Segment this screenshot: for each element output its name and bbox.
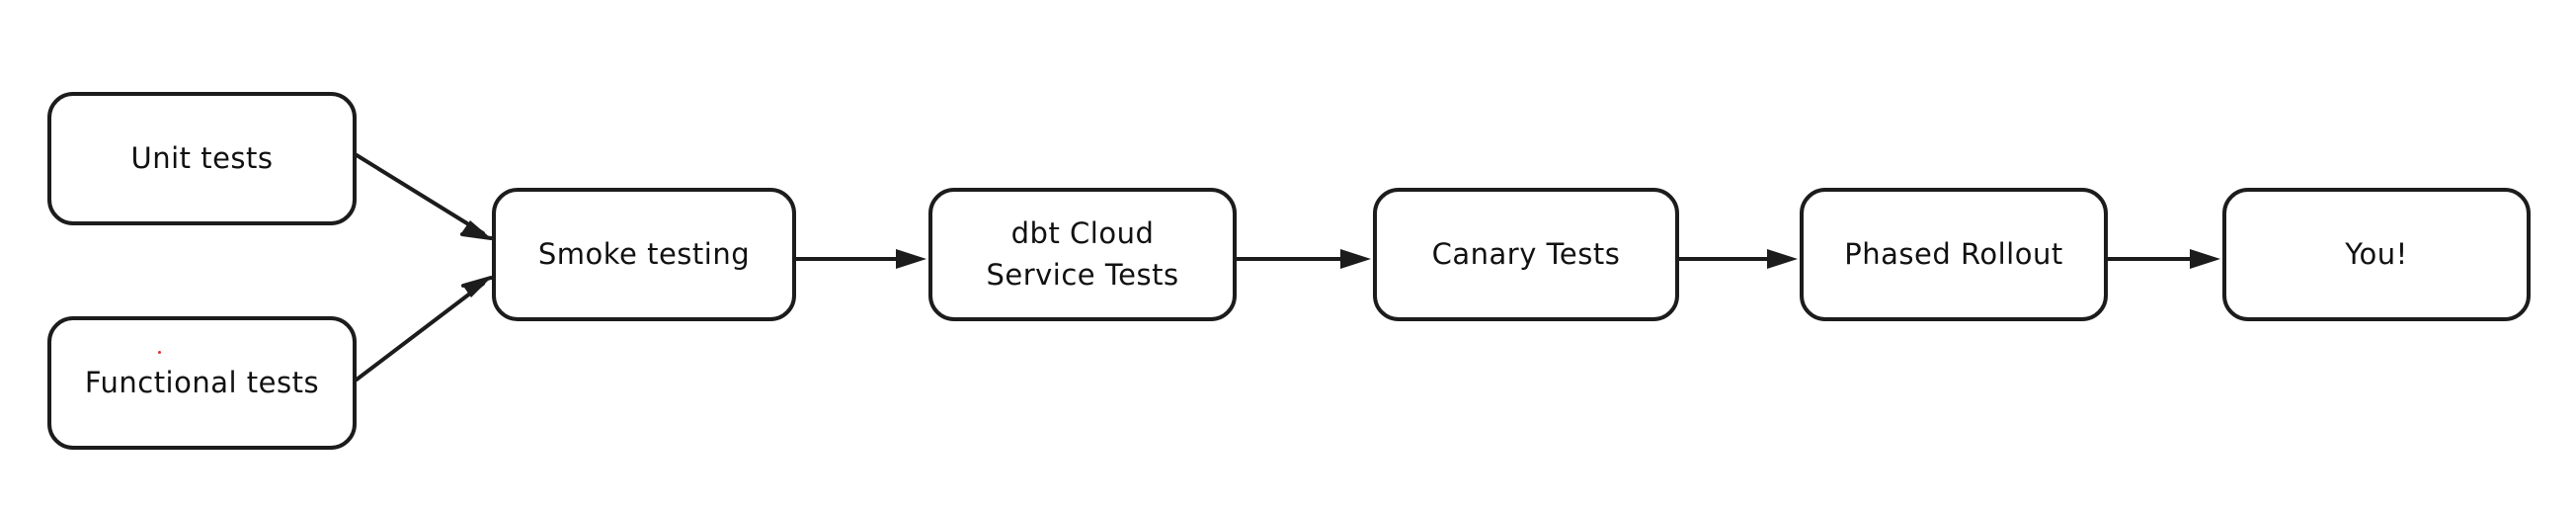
arrowhead-icon	[896, 249, 926, 269]
edge-functional-to-smoke-barb	[461, 276, 493, 288]
edge-unit-to-smoke-line	[355, 153, 485, 235]
red-speck-artifact	[158, 351, 161, 354]
edge-dbt-to-canary	[1235, 249, 1371, 269]
edge-functional-to-smoke	[355, 276, 493, 382]
edge-smoke-to-dbt	[794, 249, 926, 269]
edge-unit-to-smoke	[355, 153, 493, 240]
edge-functional-to-smoke-line	[355, 282, 485, 382]
edge-canary-to-phased	[1677, 249, 1798, 269]
node-you[interactable]: You!	[2222, 188, 2531, 321]
arrowhead-icon	[1340, 249, 1371, 269]
node-phased-rollout[interactable]: Phased Rollout	[1800, 188, 2108, 321]
node-dbt-cloud-service-tests[interactable]: dbt Cloud Service Tests	[928, 188, 1237, 321]
edge-phased-to-you	[2106, 249, 2220, 269]
arrowhead-icon	[1767, 249, 1798, 269]
node-canary-tests[interactable]: Canary Tests	[1373, 188, 1679, 321]
arrowhead-icon	[462, 278, 491, 298]
arrowhead-icon	[461, 220, 491, 238]
node-smoke-testing[interactable]: Smoke testing	[492, 188, 796, 321]
edge-unit-to-smoke-barb	[460, 232, 493, 240]
arrowhead-icon	[2190, 249, 2220, 269]
node-functional-tests[interactable]: Functional tests	[47, 316, 357, 450]
node-unit-tests[interactable]: Unit tests	[47, 92, 357, 225]
